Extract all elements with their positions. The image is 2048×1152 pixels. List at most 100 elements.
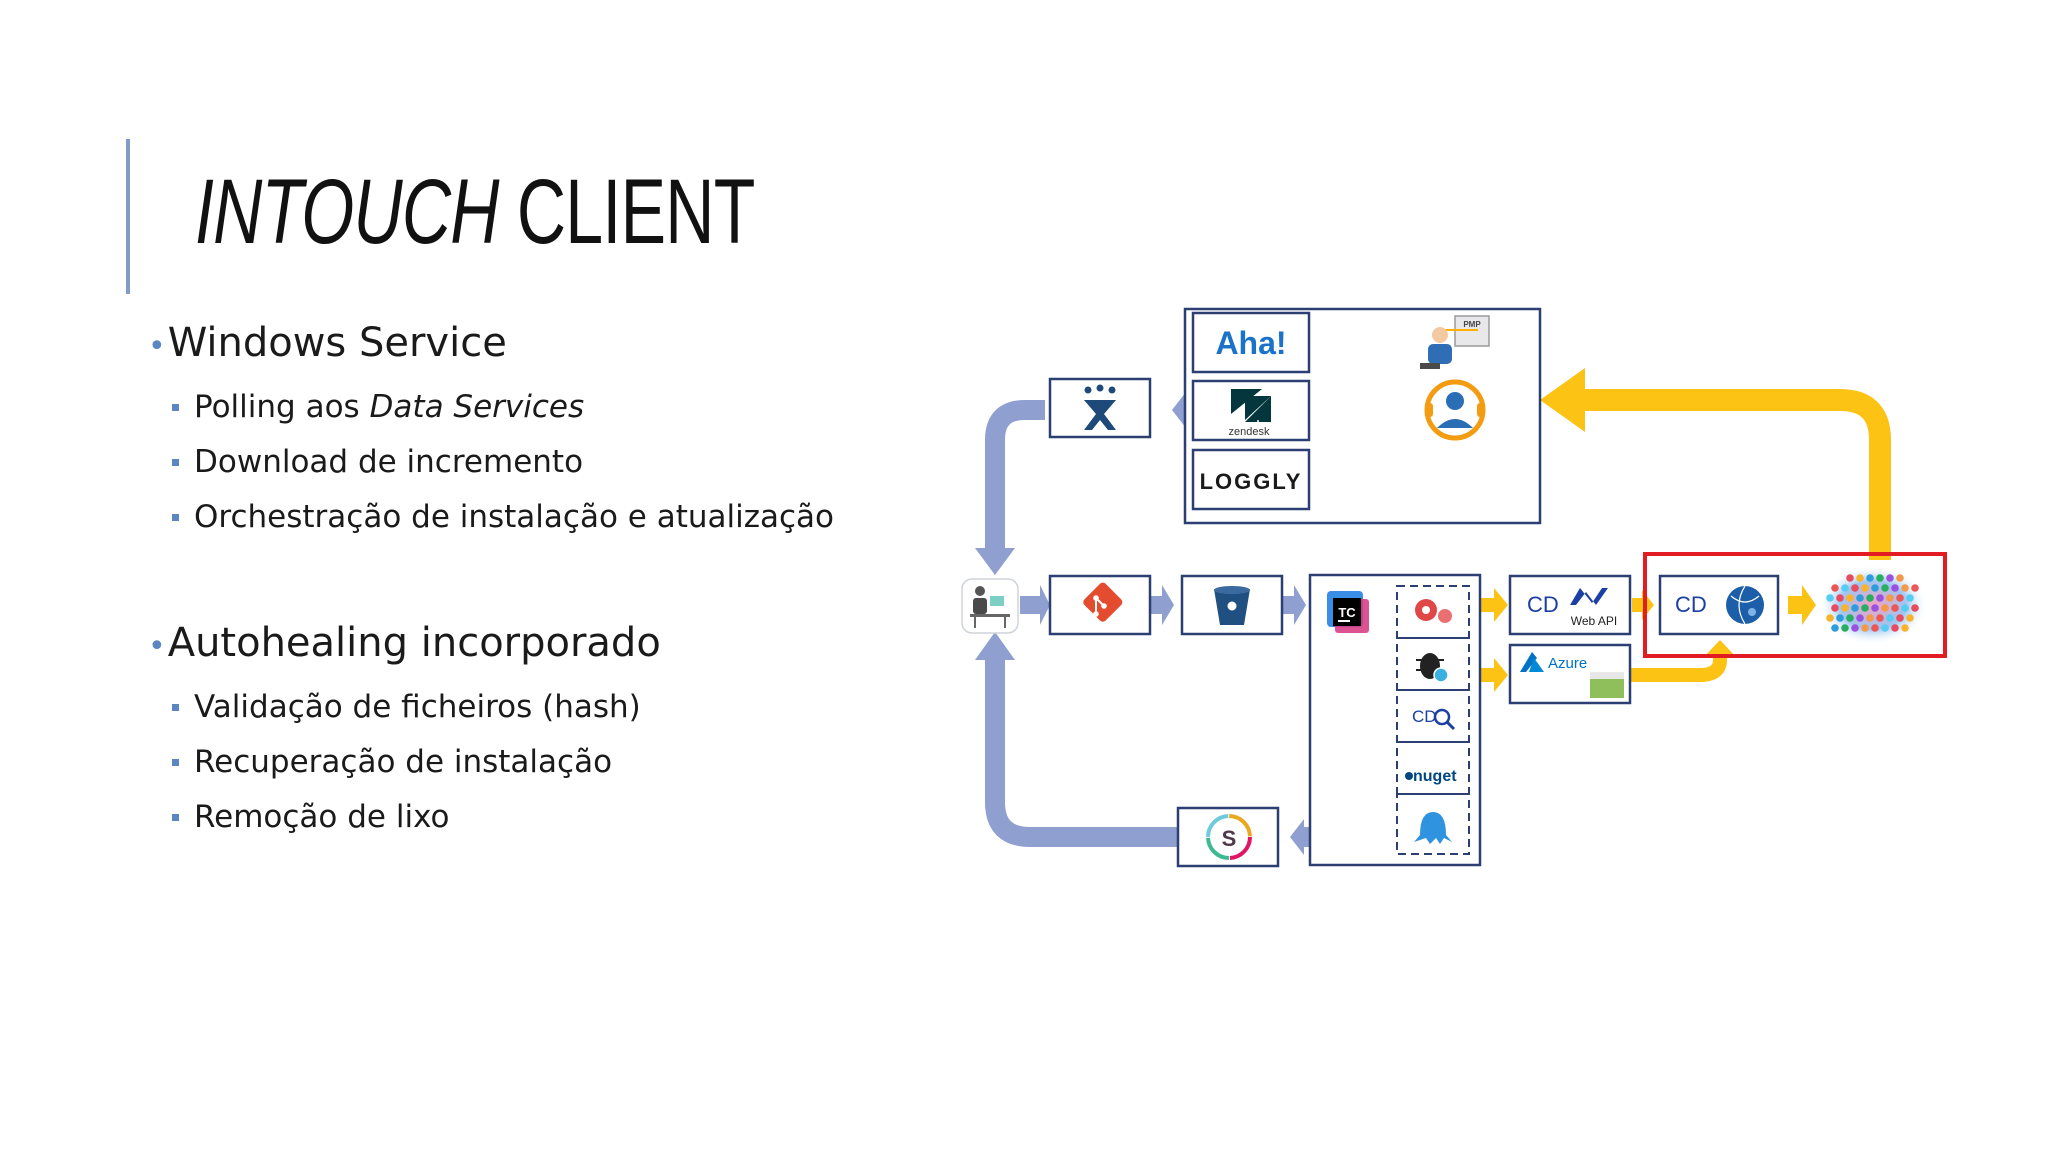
- yellow-arrow-webapi-cd: [1632, 598, 1644, 612]
- cloud-person-dot: [1856, 594, 1864, 602]
- cloud-person-dot: [1891, 624, 1899, 632]
- cloud-person-dot: [1841, 584, 1849, 592]
- cloud-person-dot: [1896, 594, 1904, 602]
- cloud-person-dot: [1866, 594, 1874, 602]
- cloud-person-dot: [1881, 624, 1889, 632]
- teamcity-icon: TC: [1327, 591, 1369, 633]
- sub-text: Remoção de lixo: [194, 799, 450, 835]
- cloud-person-dot: [1871, 584, 1879, 592]
- sub-text: Recuperação de instalação: [194, 744, 613, 780]
- user-cloud-icon: [1818, 565, 1928, 645]
- blue-arrow-jira-to-dev: [985, 400, 1045, 548]
- ruby-gear-icon: [1415, 599, 1452, 623]
- cloud-person-dot: [1886, 594, 1894, 602]
- sub-bullet-garbage-removal: Remoção de lixo: [148, 790, 661, 845]
- cloud-person-dot: [1826, 614, 1834, 622]
- slack-icon: S: [1206, 814, 1252, 860]
- aha-label: Aha!: [1215, 325, 1286, 361]
- jira-icon: [1084, 384, 1116, 430]
- bitbucket-node: [1180, 574, 1284, 636]
- sublist-autohealing: Validação de ficheiros (hash) Recuperaçã…: [148, 680, 661, 845]
- bullet-text: Windows Service: [167, 320, 507, 366]
- slack-label: S: [1222, 826, 1237, 851]
- octopus-icon: [1414, 812, 1452, 844]
- sub-bullet-hash-validation: Validação de ficheiros (hash): [148, 680, 661, 735]
- cloud-person-dot: [1896, 614, 1904, 622]
- sub-text: Validação de ficheiros (hash): [194, 689, 641, 725]
- yellow-arrow-azure-cd: [1630, 655, 1727, 682]
- cloud-person-dot: [1901, 624, 1909, 632]
- cloud-person-dot: [1851, 604, 1859, 612]
- cloud-person-dot: [1911, 584, 1919, 592]
- cloud-person-dot: [1866, 614, 1874, 622]
- cloud-person-dot: [1866, 574, 1874, 582]
- cloud-person-dot: [1861, 624, 1869, 632]
- sub-text: Download de incremento: [194, 444, 584, 480]
- sub-text: Polling aos: [194, 389, 370, 425]
- bullet-dot: •: [148, 629, 166, 664]
- blue-arrow-slack-to-dev: [985, 660, 1178, 847]
- dotnet-icon: [1570, 588, 1608, 605]
- nuget-icon: nuget: [1405, 768, 1457, 785]
- teamcity-label: TC: [1338, 605, 1356, 620]
- cloud-person-dot: [1861, 604, 1869, 612]
- blue-arrow-into-slack: [1290, 819, 1304, 855]
- bullet-autohealing: •Autohealing incorporado: [148, 618, 661, 672]
- cloud-person-dot: [1881, 604, 1889, 612]
- highlight-box: [1643, 552, 1947, 658]
- blue-arrow-bitbucket-tc: [1282, 596, 1296, 614]
- cloud-person-dot: [1856, 574, 1864, 582]
- blue-loop-arrows: [985, 400, 1178, 847]
- cloud-person-dot: [1906, 594, 1914, 602]
- azure-icon: [1520, 652, 1544, 672]
- cloud-person-dot: [1896, 574, 1904, 582]
- pmp-label: PMP: [1463, 320, 1481, 329]
- cloud-person-dot: [1841, 624, 1849, 632]
- cloud-person-dot: [1846, 594, 1854, 602]
- sub-bullet-polling: Polling aos Data Services: [148, 380, 834, 435]
- yellow-arrow-tc-webapi: [1480, 598, 1496, 612]
- yellow-arrow-tc-azure: [1480, 668, 1496, 682]
- developer-icon: [970, 586, 1010, 628]
- git-icon: [1083, 582, 1123, 622]
- cloud-person-dot: [1901, 584, 1909, 592]
- aha-node: Aha!: [1191, 311, 1311, 374]
- support-agent-icon: [1424, 379, 1486, 441]
- cloud-person-dot: [1846, 614, 1854, 622]
- sub-bullet-install-recovery: Recuperação de instalação: [148, 735, 661, 790]
- cloud-person-dot: [1841, 604, 1849, 612]
- cloud-person-dot: [1851, 584, 1859, 592]
- cloud-person-dot: [1871, 624, 1879, 632]
- cloud-person-dot: [1876, 614, 1884, 622]
- cloud-person-dot: [1846, 574, 1854, 582]
- sub-text-emphasis: Data Services: [369, 389, 585, 425]
- cloud-person-dot: [1886, 574, 1894, 582]
- yellow-arrow-feedback: [1585, 389, 1891, 560]
- build-tools-stack: [1396, 585, 1470, 855]
- bullet-group-autohealing: •Autohealing incorporado Validação de fi…: [148, 618, 661, 845]
- webapi-node: CD Web API: [1508, 574, 1632, 636]
- zendesk-node: zendesk: [1191, 379, 1311, 442]
- cloud-person-dot: [1876, 594, 1884, 602]
- bullet-group-windows-service: •Windows Service Polling aos Data Servic…: [148, 318, 834, 545]
- cloud-person-dot: [1871, 604, 1879, 612]
- cloud-person-dot: [1851, 624, 1859, 632]
- cloud-person-dot: [1881, 584, 1889, 592]
- cloud-person-dot: [1891, 584, 1899, 592]
- cloud-person-dot: [1901, 604, 1909, 612]
- cloud-person-dot: [1836, 594, 1844, 602]
- blue-arrow-into-jira: [1172, 392, 1186, 428]
- bitbucket-icon: [1214, 586, 1250, 625]
- cloud-person-dot: [1861, 584, 1869, 592]
- sub-text: Orchestração de instalação e atualização: [194, 499, 834, 535]
- azure-node: Azure: [1508, 643, 1632, 705]
- cloud-person-dot: [1826, 594, 1834, 602]
- bullet-dot: •: [148, 329, 166, 364]
- pmp-person-icon: PMP: [1420, 315, 1490, 369]
- cloud-person-dot: [1891, 604, 1899, 612]
- cloud-person-dot: [1831, 624, 1839, 632]
- blue-arrow-git-bitbucket: [1150, 596, 1164, 614]
- yellow-arrow-cd-cloud: [1788, 596, 1804, 614]
- blue-arrow-dev-git: [1020, 596, 1042, 614]
